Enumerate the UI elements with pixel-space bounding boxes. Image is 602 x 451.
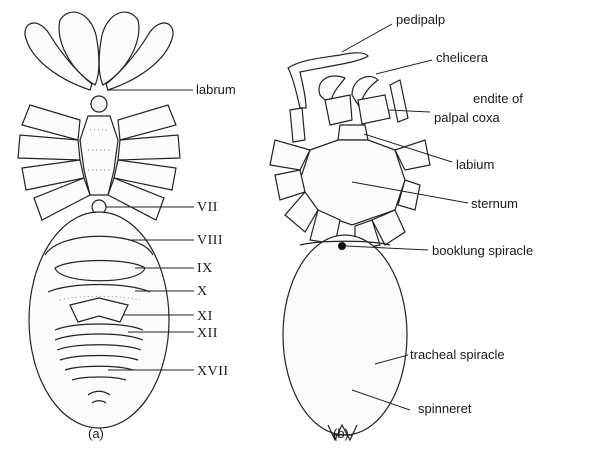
- figure-a-specimen: [18, 12, 180, 428]
- label-pedipalp: pedipalp: [396, 12, 445, 27]
- label-chelicera: chelicera: [436, 50, 489, 65]
- figure-b-spiracle-dot: [338, 242, 346, 250]
- label-labrum: labrum: [196, 82, 236, 97]
- label-booklung-spiracle: booklung spiracle: [432, 243, 533, 258]
- label-xii: XII: [197, 326, 218, 341]
- figure-a-leg-left-2: [18, 135, 80, 160]
- label-endite-line1: endite of: [473, 91, 523, 106]
- caption-a: (a): [88, 426, 104, 441]
- label-tracheal-spiracle: tracheal spiracle: [410, 347, 505, 362]
- label-xi: XI: [197, 309, 213, 324]
- figure-a-leg-right-2: [118, 135, 180, 160]
- figure-b-endite: [325, 95, 352, 125]
- label-spinneret: spinneret: [418, 401, 472, 416]
- figure-a-labrum: [91, 96, 107, 112]
- label-viii: VIII: [197, 233, 223, 248]
- label-endite-line2: palpal coxa: [434, 110, 501, 125]
- figure-b-labium: [338, 125, 368, 140]
- figure-a-abdomen: [29, 212, 169, 428]
- label-ix: IX: [197, 261, 213, 276]
- figure-b-abdomen: [283, 235, 407, 435]
- caption-b: (b): [333, 426, 349, 441]
- label-xvii: XVII: [197, 364, 229, 379]
- label-labium: labium: [456, 157, 494, 172]
- figure-a-leg-left-1: [22, 105, 80, 140]
- figure-a-leg-right-1: [118, 105, 176, 140]
- label-sternum: sternum: [471, 196, 518, 211]
- label-vii: VII: [197, 200, 218, 215]
- label-x: X: [197, 284, 208, 299]
